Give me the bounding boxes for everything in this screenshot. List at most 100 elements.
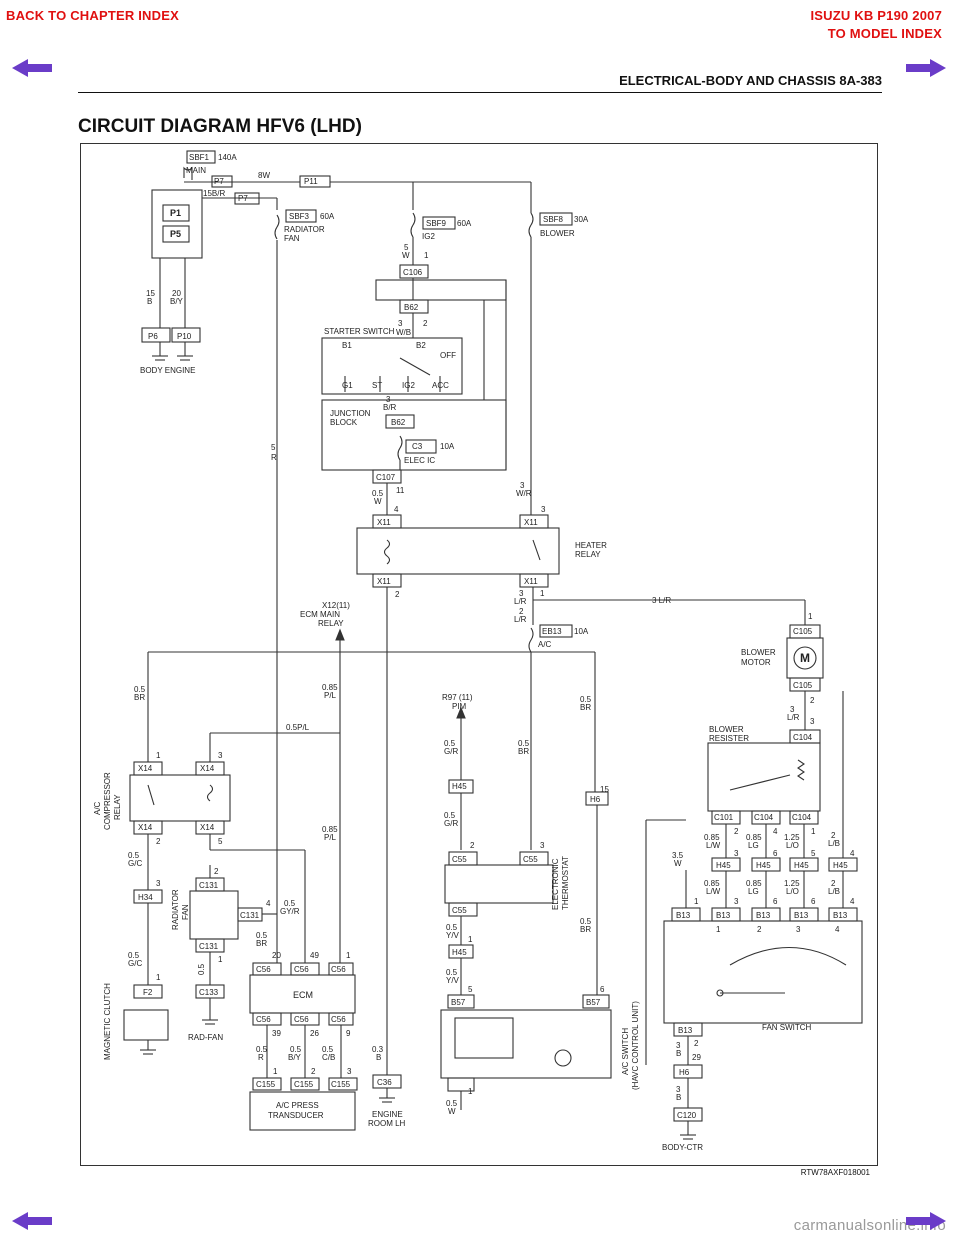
label-c105-a: C105 [793,627,813,636]
label-c56-b: C56 [294,965,309,974]
label-gr-a: G/R [444,747,458,756]
label-x14-a: X14 [138,764,153,773]
label-lw-b: L/W [706,887,721,896]
label-thermostat: THERMOSTAT [561,856,570,910]
label-h34: H34 [138,893,153,902]
label-p7: P7 [214,177,224,186]
label-c55-c: C55 [452,906,467,915]
label-ac-switch: A/C SWITCH [621,1028,630,1075]
label-2-k: 2 [757,925,762,934]
label-c131-a: C131 [199,881,219,890]
label-35-w: W [674,859,682,868]
previous-page-arrow-icon[interactable] [10,57,54,79]
label-eb13: EB13 [542,627,562,636]
label-elec-ic: ELEC IC [404,456,435,465]
label-05-r: 0.5 [256,1045,268,1054]
label-compressor: COMPRESSOR [103,772,112,830]
label-b13-d: B13 [794,911,809,920]
label-x14-d: X14 [200,823,215,832]
label-1-l: 1 [273,1067,278,1076]
label-05-br-a: 0.5 [134,685,146,694]
label-blower-b: BLOWER [709,725,744,734]
label-b13-a: B13 [676,911,691,920]
label-starter-switch: STARTER SWITCH [324,327,395,336]
label-3-l: 3 [734,897,739,906]
label-2-f: 2 [734,827,739,836]
label-h6: H6 [590,795,601,804]
label-c104-a: C104 [793,733,813,742]
label-05-br-b: 0.5 [580,695,592,704]
label-4-f: 4 [835,925,840,934]
label-br-c: BR [518,747,529,756]
label-p11: P11 [304,177,318,186]
label-gc-b: G/C [128,959,142,968]
label-motor: MOTOR [741,658,771,667]
back-to-chapter-index-link[interactable]: BACK TO CHAPTER INDEX [6,8,179,23]
label-2-e: 2 [156,837,161,846]
label-3-p: 3 [676,1085,681,1094]
label-h6-b: H6 [679,1068,690,1077]
label-2-h: 2 [214,867,219,876]
label-relay: RELAY [575,550,601,559]
label-3-pb: B [676,1093,681,1102]
label-ecm-main: ECM MAIN [300,610,340,619]
next-page-arrow-bottom-icon[interactable] [904,1210,948,1232]
label-15: 15 [146,289,155,298]
page-title: CIRCUIT DIAGRAM HFV6 (LHD) [78,116,362,137]
label-03-b: B [376,1053,381,1062]
label-lw-a: L/W [706,841,721,850]
label-yv-a: Y/V [446,931,460,940]
diagram-reference-code: RTW78AXF018001 [800,1168,870,1177]
label-h45-c: H45 [756,861,771,870]
label-05-gr-b: 0.5 [444,811,456,820]
label-05-gc-a: 0.5 [128,851,140,860]
label-6-d: 6 [600,985,605,994]
label-pl-a: P/L [324,691,337,700]
label-2-d: 2 [810,696,815,705]
label-c56-f: C56 [331,1015,346,1024]
label-pl-b: P/L [324,833,337,842]
label-3-wb: W/B [396,328,411,337]
to-model-index-link[interactable]: TO MODEL INDEX [827,26,942,41]
label-3-lr-b: L/R [787,713,800,722]
label-ac: A/C [538,640,552,649]
label-3-d: 3 [541,505,546,514]
circuit-diagram-frame [80,143,878,1166]
label-b13-c: B13 [756,911,771,920]
label-c107: C107 [376,473,396,482]
label-3-g: 3 [810,717,815,726]
label-2-l: 2 [311,1067,316,1076]
label-03: 0.3 [372,1045,384,1054]
label-05-gyr: 0.5 [284,899,296,908]
label-ecm: ECM [293,990,313,1000]
label-4: 4 [394,505,399,514]
label-4-c: 4 [850,849,855,858]
previous-page-arrow-bottom-icon[interactable] [10,1210,54,1232]
label-engine: ENGINE [372,1110,403,1119]
label-c101: C101 [714,813,734,822]
label-c56-d: C56 [256,1015,271,1024]
label-sbf8: SBF8 [543,215,564,224]
label-main: MAIN [186,166,206,175]
label-p10: P10 [177,332,192,341]
label-b62-b: B62 [391,418,406,427]
label-05: 0.5 [372,489,384,498]
label-b57-b: B57 [586,998,601,1007]
label-4-b: 4 [773,827,778,836]
label-3-wr: W/R [516,489,532,498]
label-05-br-d: 0.5 [256,931,268,940]
label-3-lr-wire: 3 L/R [652,596,671,605]
label-20-by: B/Y [170,297,184,306]
label-block: BLOCK [330,418,358,427]
label-ig2-b: IG2 [402,381,415,390]
label-w-b: W [448,1107,456,1116]
next-page-arrow-icon[interactable] [904,57,948,79]
header-divider [78,92,882,93]
label-05-by: 0.5 [290,1045,302,1054]
label-lo-b: L/O [786,887,799,896]
label-c36: C36 [377,1078,392,1087]
label-x11-a: X11 [377,518,391,527]
label-sbf8-amp: 30A [574,215,589,224]
label-c155-a: C155 [256,1080,276,1089]
label-1: 1 [424,251,429,260]
